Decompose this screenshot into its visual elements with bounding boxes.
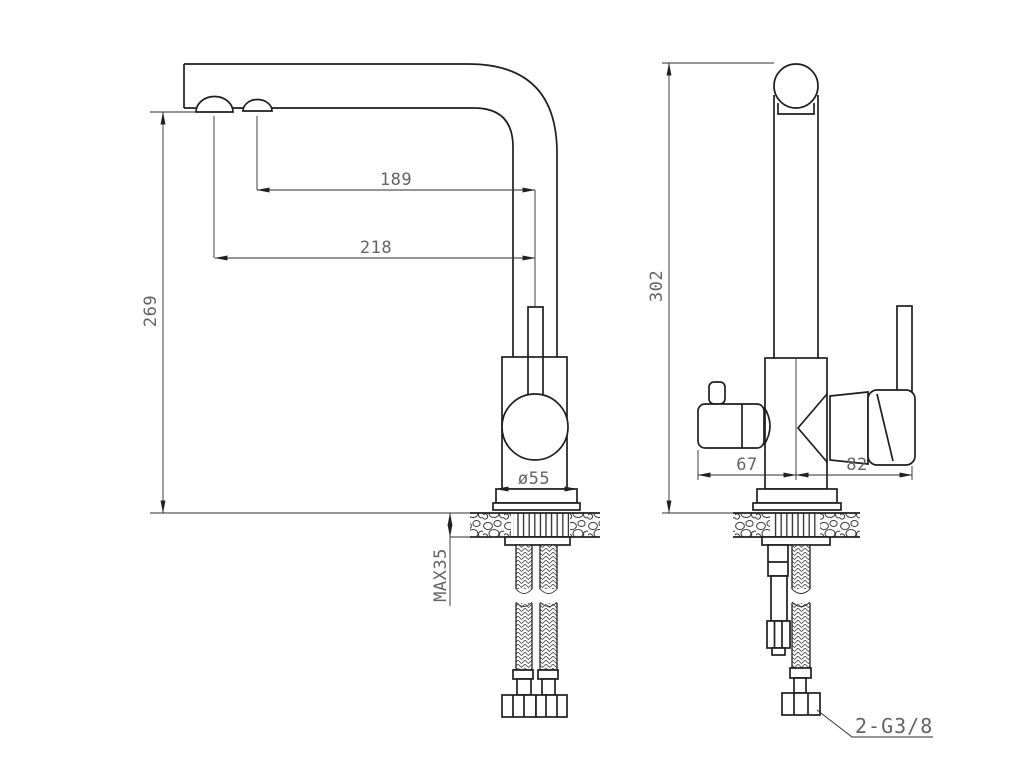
mounting-stud (766, 544, 791, 656)
inner-riser-tube (527, 306, 544, 395)
hose-hex-nut-front (781, 692, 821, 716)
stud-hex-nut (766, 620, 791, 649)
dimension-67: 67 (697, 450, 797, 480)
dim-67-label: 67 (736, 455, 757, 475)
base-flange-side (495, 488, 578, 504)
dim-269-label: 269 (141, 295, 161, 327)
spout-outline-outer (184, 63, 558, 357)
supply-hoses-side (501, 544, 568, 718)
front-view: 302 67 82 2-G3/8 (647, 62, 933, 738)
hose-hex-nuts-side (501, 694, 568, 718)
dimension-218: 218 (213, 116, 536, 261)
dim-82-label: 82 (846, 455, 867, 475)
base-flange-front (756, 488, 838, 504)
dim-189-label: 189 (380, 170, 412, 190)
aerator-dome-filtered (242, 98, 273, 112)
dim-218-label: 218 (360, 238, 392, 258)
handle-lever (829, 305, 916, 466)
dimension-diameter-55: ø55 (495, 469, 578, 492)
countertop-section-side (470, 512, 600, 538)
dimension-max35: MAX35 (431, 512, 505, 606)
body-chamfer (796, 393, 828, 463)
spout-neck-notch (777, 103, 815, 115)
riser-inside-body (527, 357, 544, 395)
dim-55-label: ø55 (518, 469, 550, 489)
side-view: 189 218 269 ø55 MAX35 (141, 63, 600, 718)
dim-max35-label: MAX35 (431, 548, 451, 602)
aerator-dome-main (195, 95, 234, 113)
locknut-plate-side (504, 536, 571, 546)
spout-bend-circle (773, 63, 819, 109)
spout-column (773, 95, 819, 358)
thread-callout: 2-G3/8 (816, 709, 933, 738)
dim-302-label: 302 (647, 270, 667, 302)
filter-outlet-body (697, 403, 765, 449)
handle-base (829, 391, 869, 465)
dimension-189: 189 (256, 116, 536, 307)
dimension-302: 302 (647, 62, 774, 514)
supply-hose-front (781, 544, 821, 716)
base-plate-side (492, 502, 581, 511)
spout-outline-inner (184, 107, 514, 357)
locknut-plate-front (761, 536, 831, 546)
filter-outlet (697, 381, 771, 449)
dimension-82: 82 (795, 455, 913, 480)
ball-joint-circle (501, 393, 569, 461)
handle-rod (896, 305, 913, 392)
base-plate-front (752, 502, 842, 511)
filter-outlet-knob (708, 381, 726, 405)
thread-label: 2-G3/8 (855, 714, 933, 738)
countertop-section-front (733, 512, 860, 538)
dimension-269: 269 (141, 111, 470, 514)
